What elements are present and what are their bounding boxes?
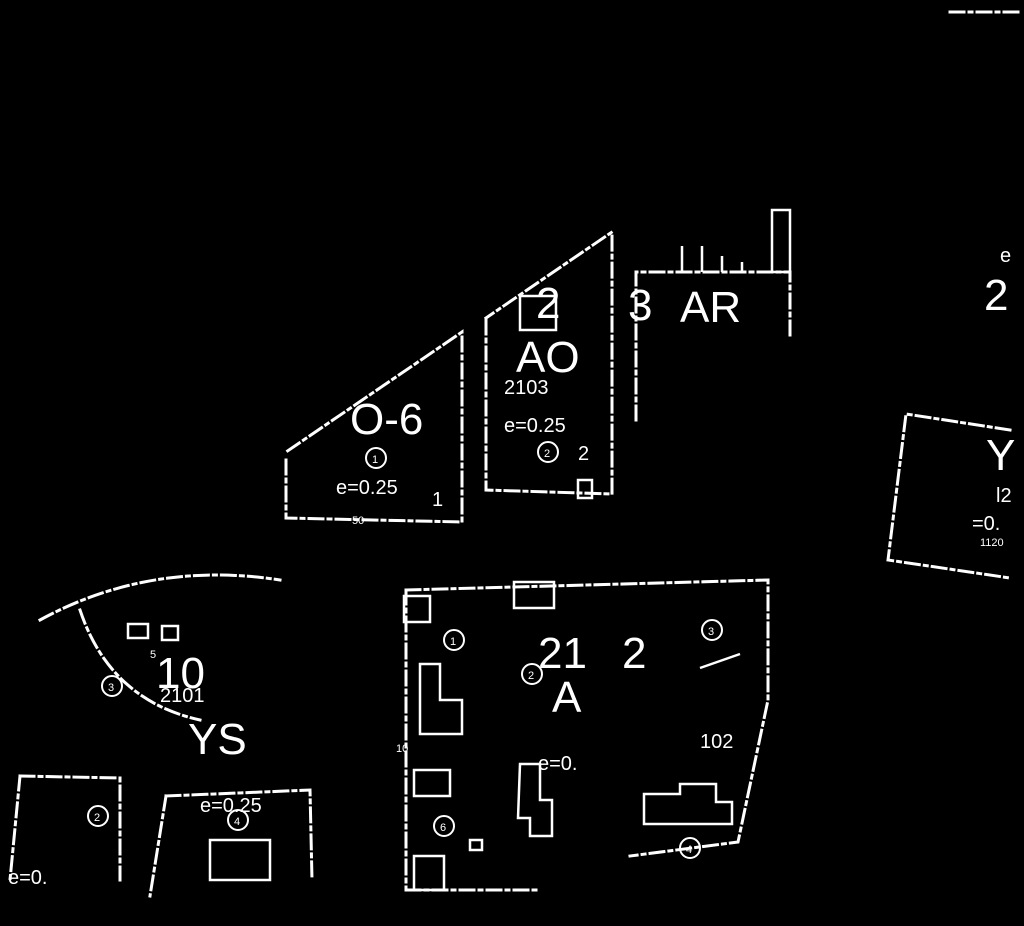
parcel-ys-ratio: e=0.25 (200, 795, 262, 817)
parcel-ys-left-lot (18, 774, 122, 882)
parcel-ao-plot: 2 (536, 279, 560, 328)
parcel-ys-circle (227, 809, 249, 831)
parcel-y-ratio: =0. (972, 513, 1000, 535)
parcel-ao-circle-label: 2 (544, 448, 550, 460)
parcel-a-building (512, 580, 556, 610)
parcel-ao-small-building (576, 478, 594, 500)
parcel-ys-small-building (160, 624, 180, 642)
parcel-a-building (418, 662, 464, 736)
parcel-o6-ratio: e=0.25 (336, 477, 398, 499)
parcel-ys-building (208, 838, 272, 882)
parcel-y-top-letter: e (1000, 245, 1011, 267)
parcel-ao-building (518, 294, 558, 332)
parcel-ys-circle-label: 4 (234, 816, 240, 828)
parcel-a-plot2: 2 (622, 629, 646, 678)
parcel-ys-arc (37, 573, 282, 623)
parcel-a-circle-label: 2 (528, 670, 534, 682)
parcel-a-plot: 21 (538, 629, 587, 678)
parcel-a-circle (679, 837, 701, 859)
parcel-ar: 3 AR (628, 208, 792, 422)
parcel-ys-circle-label: 2 (94, 812, 100, 824)
parcel-ar-boundary (634, 270, 792, 422)
parcel-ys-circle-label: 3 (108, 682, 114, 694)
parcel-a-circle-label: 4 (686, 844, 692, 856)
parcel-a-boundary (404, 578, 770, 858)
parcel-ys-code: YS (188, 715, 247, 764)
parcel-a-circle (521, 663, 543, 685)
parcel-a-building (516, 762, 554, 838)
parcel-a-circle (701, 619, 723, 641)
parcel-ys-inner-arc (78, 608, 202, 722)
parcel-o6-lot: 1 (432, 489, 443, 511)
parcel-y-sub: l2 (996, 485, 1012, 507)
parcel-o6-code: O-6 (350, 395, 423, 444)
parcel-ar-tower (770, 208, 792, 274)
parcel-a-small-building (468, 838, 484, 852)
parcel-ys-small-building (126, 622, 150, 640)
parcel-a-ratio: e=0. (538, 753, 577, 775)
parcel-a-building (402, 594, 432, 624)
parcel-ys-circle (101, 675, 123, 697)
parcel-a-building (412, 768, 452, 798)
parcel-y-plot: 2 (984, 271, 1008, 320)
parcel-a-building (642, 782, 734, 826)
parcel-ys-left-edge (8, 774, 22, 882)
parcel-ys-right-edge (148, 794, 168, 898)
parcel-ys-plot: 10 (156, 649, 205, 698)
parcel-a-number: 102 (700, 731, 733, 753)
parcel-a-circle-label: 3 (708, 626, 714, 638)
parcel-ys-ratio-left: e=0. (8, 867, 47, 889)
parcel-ao: 2 AO 2103 e=0.25 2 2 (483, 229, 614, 500)
parcel-ys-right-lot (164, 788, 314, 882)
parcel-a-circle (433, 815, 455, 837)
parcel-ao-lot: 2 (578, 443, 589, 465)
parcel-ao-boundary (483, 229, 614, 496)
parcel-o6-dim: 50 (352, 515, 364, 527)
parcel-y-boundary (886, 412, 1012, 580)
parcel-ys-small: 5 (150, 649, 156, 661)
parcel-a: 1 2 3 6 4 21 2 A 102 e=0. 10 (396, 578, 770, 892)
parcel-a-circle (443, 629, 465, 651)
parcel-o6-plot: 1 (372, 454, 378, 466)
parcel-y-number: 1120 (980, 537, 1004, 549)
parcel-o6-boundary (283, 329, 464, 524)
parcel-ys: 3 2 4 10 2101 YS e=0.25 e=0. 5 (8, 573, 314, 898)
parcel-ao-circle (537, 441, 559, 463)
parcel-a-code: A (552, 673, 582, 722)
parcel-a-circle-label: 1 (450, 636, 456, 648)
parcel-o6: O-6 1 e=0.25 1 50 (283, 329, 464, 527)
parcel-ao-ratio: e=0.25 (504, 415, 566, 437)
parcel-ao-number: 2103 (504, 377, 549, 399)
parcel-ao-code: AO (516, 333, 580, 382)
parcel-ys-number: 2101 (160, 685, 205, 707)
parcel-y-code: Y (986, 431, 1015, 480)
parcel-a-building (412, 854, 446, 892)
parcel-o6-plot-circle (365, 447, 387, 469)
parcel-a-line (699, 652, 741, 670)
parcel-y: e 2 Y l2 =0. 1120 (886, 245, 1015, 580)
parcel-a-circle-label: 6 (440, 822, 446, 834)
parcel-ar-plot: 3 (628, 281, 652, 330)
parcel-ys-circle (87, 805, 109, 827)
parcel-ar-code: AR (680, 283, 741, 332)
parcel-a-side-label: 10 (396, 743, 408, 755)
